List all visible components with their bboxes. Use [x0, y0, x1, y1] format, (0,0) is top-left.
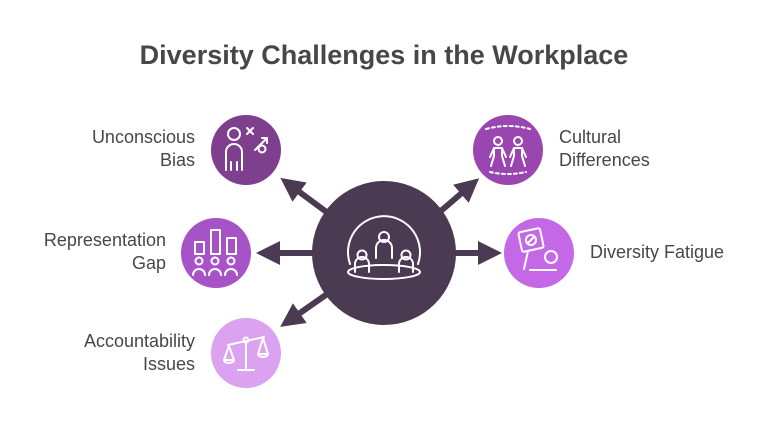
- label-diversity-fatigue: Diversity Fatigue: [590, 242, 725, 262]
- node-cultural-differences: [473, 115, 543, 185]
- bias-person-icon: [225, 127, 268, 171]
- bar-chart-people-icon: [192, 229, 238, 276]
- team-group-icon: [347, 215, 421, 280]
- node-unconscious-bias: [211, 115, 281, 185]
- balance-scale-icon: [223, 336, 269, 371]
- two-people-icon: [485, 125, 531, 175]
- fatigue-sign-icon: [517, 227, 558, 271]
- node-representation-gap: [181, 218, 251, 288]
- diagram-title: Diversity Challenges in the Workplace: [139, 40, 629, 70]
- node-diversity-fatigue: [504, 218, 574, 288]
- center-hub: [312, 181, 456, 325]
- node-accountability-issues: [211, 318, 281, 388]
